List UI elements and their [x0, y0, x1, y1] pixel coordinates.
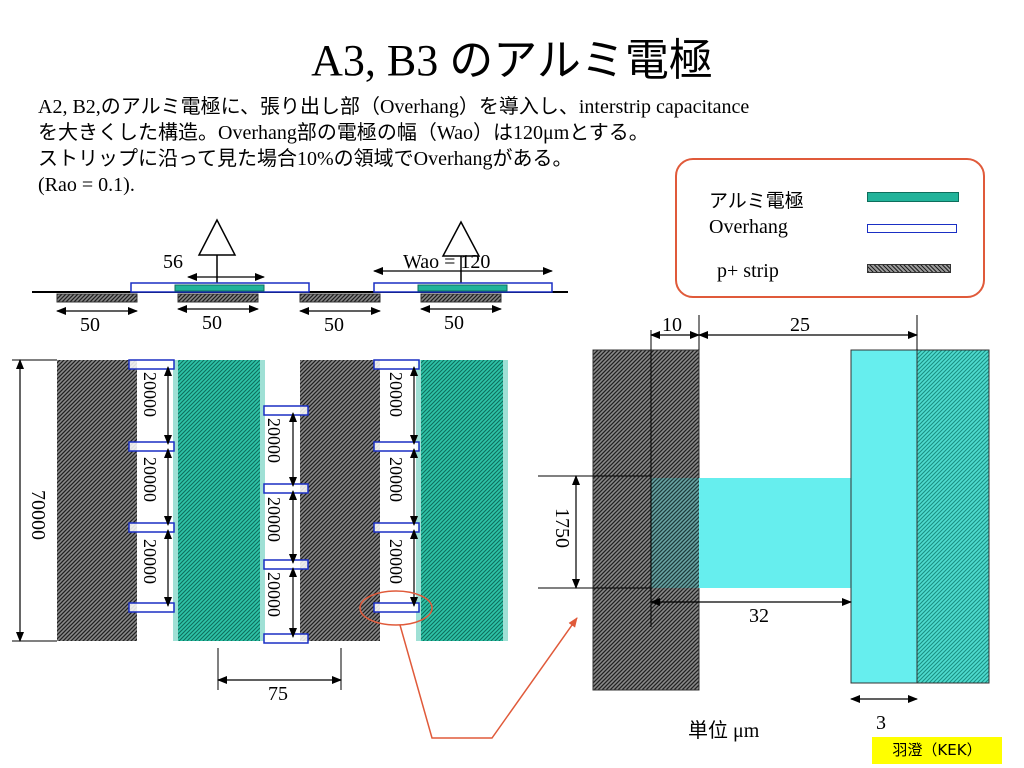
description-line-1: A2, B2,のアルミ電極に、張り出し部（Overhang）を導入し、inter…: [38, 96, 750, 118]
dim-20000-label: 20000: [386, 539, 406, 584]
credit-badge: 羽澄（KEK）: [872, 737, 1002, 764]
zoom-view: 10 25 1750 32 3: [538, 314, 990, 734]
overhang-tab: [263, 559, 309, 570]
legend-swatch-overhang: [867, 224, 957, 233]
dim-20000-label: 20000: [140, 539, 160, 584]
aluminum-right: [417, 284, 508, 292]
dim-50-label-1: 50: [80, 314, 100, 336]
legend-label-pstrip: p+ strip: [717, 260, 779, 282]
units-label: 単位 μm: [688, 720, 760, 742]
strip-pstrip-1: [57, 360, 137, 641]
overhang-tab: [128, 359, 175, 370]
dim-1750-label: 1750: [551, 508, 573, 548]
strip-pstrip-2: [300, 360, 380, 641]
overhang-tab: [263, 483, 309, 494]
strip-view: 70000 20000 20000 20000 20000 20000 2000…: [12, 359, 578, 739]
overhang-tab: [263, 633, 309, 644]
overhang-tab: [128, 441, 175, 452]
overhang-tab: [373, 522, 420, 533]
overhang-tab: [373, 602, 420, 613]
zoom-alu-outline: [850, 349, 990, 684]
description-line-3: ストリップに沿って見た場合10%の領域でOverhangがある。: [38, 148, 573, 170]
pstrip-4: [420, 293, 502, 303]
cross-section: 56 Wao = 120 50 50 50 50: [32, 218, 568, 336]
aluminum-left: [174, 284, 265, 292]
dim-20000-label: 20000: [264, 497, 284, 542]
zoom-pointer-line: [399, 617, 578, 739]
pstrip-1: [56, 293, 138, 303]
overhang-tab: [373, 441, 420, 452]
dim-20000-label: 20000: [386, 372, 406, 417]
dim-70000-label: 70000: [27, 490, 49, 540]
overhang-tabs: [128, 359, 420, 644]
legend-swatch-aluminum: [867, 192, 959, 202]
description-line-2: を大きくした構造。Overhang部の電極の幅（Wao）は120μmとする。: [38, 122, 649, 144]
dim-3-label: 3: [876, 712, 886, 734]
legend-box: アルミ電極 Overhang p+ strip: [675, 158, 985, 298]
dim-20000-label: 20000: [140, 372, 160, 417]
overhang-tab: [128, 602, 175, 613]
strip-alu-1-core: [178, 360, 260, 641]
dim-20000-label: 20000: [264, 572, 284, 617]
dim-50-label-2: 50: [202, 312, 222, 334]
legend-swatch-pstrip: [867, 264, 951, 273]
overhang-tab: [128, 522, 175, 533]
strip-alu-2-core: [421, 360, 503, 641]
legend-label-overhang: Overhang: [709, 216, 788, 238]
zoom-alu-hatch: [916, 349, 990, 684]
description-text: A2, B2,のアルミ電極に、張り出し部（Overhang）を導入し、inter…: [38, 94, 749, 198]
description-line-4: (Rao = 0.1).: [38, 174, 135, 196]
dim-50-label-3: 50: [324, 314, 344, 336]
dim-20000-label: 20000: [140, 457, 160, 502]
dim-32-label: 32: [749, 605, 769, 627]
dim-50-label-4: 50: [444, 312, 464, 334]
dim-wao-label: Wao = 120: [403, 251, 490, 273]
dim-20000-label: 20000: [386, 457, 406, 502]
pstrip-2: [177, 293, 259, 303]
overhang-tab: [373, 359, 420, 370]
pstrip-3: [299, 293, 381, 303]
dim-25-label: 25: [790, 314, 810, 336]
zoom-overhang-over-pstrip: [651, 478, 699, 588]
triangle-marker-left: [197, 218, 237, 256]
dim-10-label: 10: [662, 314, 682, 336]
legend-label-aluminum: アルミ電極: [709, 190, 804, 212]
dim-20000-label: 20000: [264, 418, 284, 463]
dim-75-label: 75: [268, 683, 288, 705]
page-title: A3, B3 のアルミ電極: [311, 36, 713, 85]
highlight-ellipse: [359, 590, 433, 626]
overhang-tab: [263, 405, 309, 416]
dim-56-label: 56: [163, 251, 183, 273]
